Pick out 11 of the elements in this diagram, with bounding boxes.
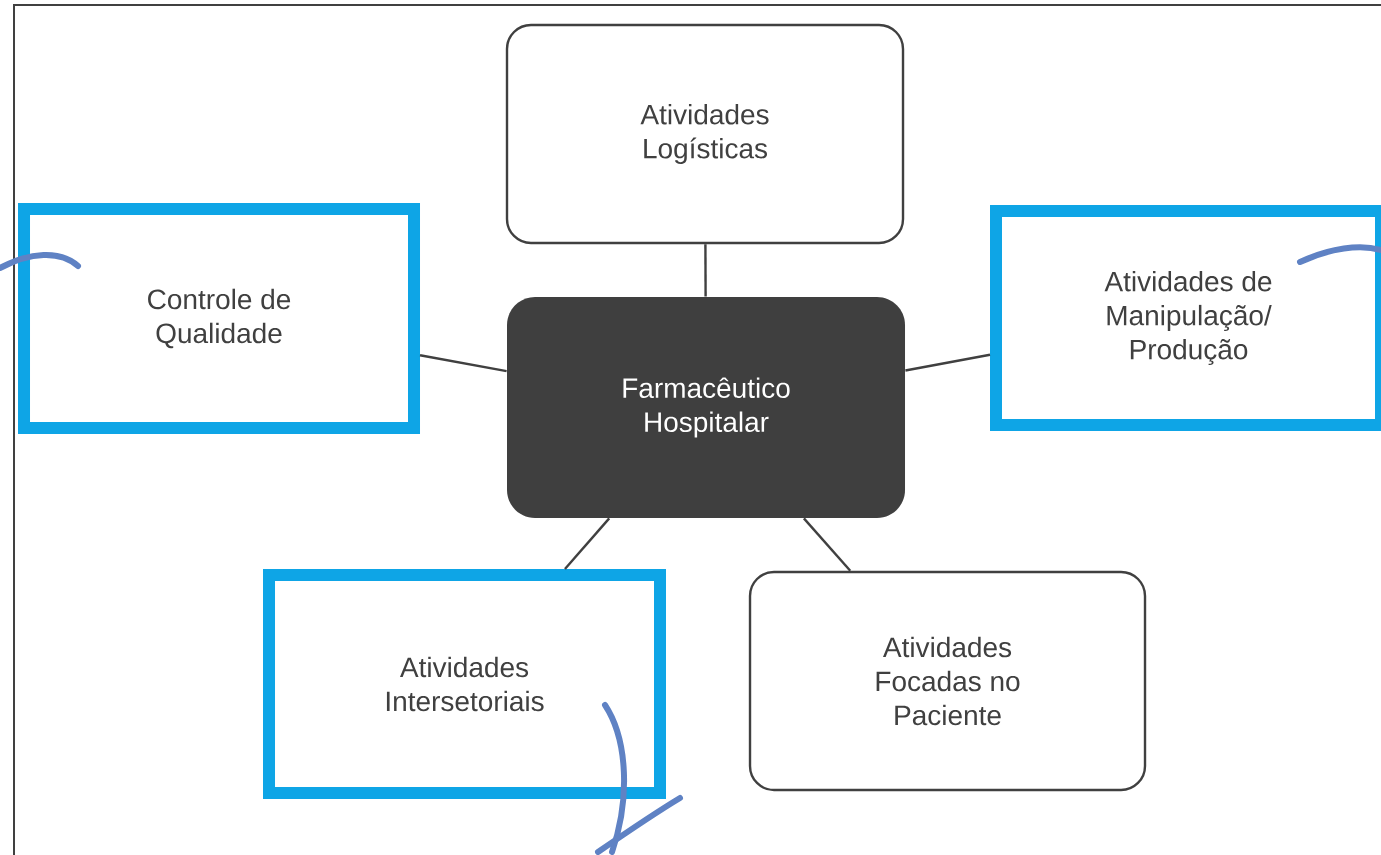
connector-line (564, 517, 611, 570)
connector-line (803, 517, 852, 572)
connector-line (419, 354, 507, 373)
framed-box: Controle de Qualidade (18, 203, 420, 434)
framed-box: Atividades de Manipulação/ Produção (990, 205, 1381, 431)
rounded-box: Atividades Logísticas (505, 23, 905, 245)
framed-box: Atividades Intersetoriais (263, 569, 666, 799)
connector-line (905, 353, 991, 372)
central-box: Farmacêutico Hospitalar (507, 297, 905, 518)
rounded-box: Atividades Focadas no Paciente (748, 570, 1147, 792)
connector-line (704, 244, 707, 297)
